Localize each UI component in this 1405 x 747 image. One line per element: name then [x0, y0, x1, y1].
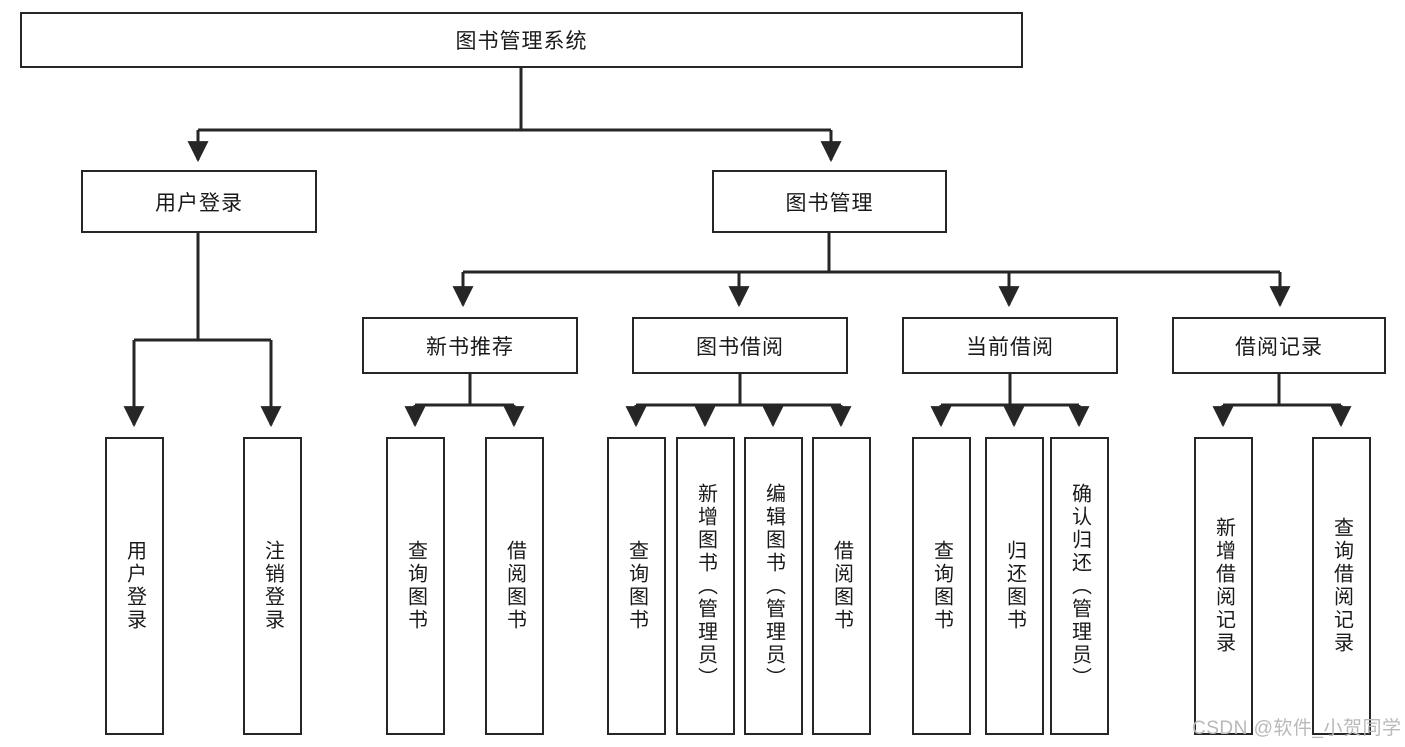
leaf-user-login[interactable]: 用户登录: [105, 437, 164, 735]
leaf-label: 用户登录: [123, 540, 146, 632]
leaf-label: 注销登录: [261, 540, 284, 632]
node-book-borrow-label: 图书借阅: [696, 335, 784, 359]
node-borrow-records-label: 借阅记录: [1235, 335, 1323, 359]
leaf-borrow-book-rec[interactable]: 借阅图书: [485, 437, 544, 735]
node-user-login[interactable]: 用户登录: [81, 170, 317, 233]
leaf-edit-book-admin[interactable]: 编辑图书（管理员）: [744, 437, 803, 735]
node-current-borrow-label: 当前借阅: [966, 335, 1054, 359]
leaf-add-borrow-record[interactable]: 新增借阅记录: [1194, 437, 1253, 735]
node-root-label: 图书管理系统: [455, 30, 588, 53]
leaf-label: 新增借阅记录: [1212, 517, 1235, 655]
leaf-confirm-return-admin[interactable]: 确认归还（管理员）: [1050, 437, 1109, 735]
csdn-watermark: CSDN @软件_小贺同学: [1192, 718, 1402, 739]
node-book-borrow[interactable]: 图书借阅: [632, 317, 848, 374]
leaf-label: 借阅图书: [830, 540, 853, 632]
leaf-query-borrow-record[interactable]: 查询借阅记录: [1312, 437, 1371, 735]
leaf-label: 编辑图书（管理员）: [762, 482, 785, 690]
node-user-login-label: 用户登录: [155, 191, 243, 215]
leaf-label: 新增图书（管理员）: [694, 482, 717, 690]
leaf-return-book[interactable]: 归还图书: [985, 437, 1044, 735]
node-root[interactable]: 图书管理系统: [20, 12, 1023, 68]
leaf-label: 查询图书: [625, 540, 648, 632]
leaf-label: 查询图书: [930, 540, 953, 632]
node-new-book-recommend[interactable]: 新书推荐: [362, 317, 578, 374]
leaf-add-book-admin[interactable]: 新增图书（管理员）: [676, 437, 735, 735]
leaf-borrow-book[interactable]: 借阅图书: [812, 437, 871, 735]
leaf-query-book-rec[interactable]: 查询图书: [386, 437, 445, 735]
leaf-label: 借阅图书: [503, 540, 526, 632]
leaf-label: 查询借阅记录: [1330, 517, 1353, 655]
node-book-management-label: 图书管理: [785, 191, 874, 215]
leaf-label: 归还图书: [1003, 540, 1026, 632]
leaf-query-book-borrow[interactable]: 查询图书: [607, 437, 666, 735]
node-book-management[interactable]: 图书管理: [712, 170, 947, 233]
leaf-logout[interactable]: 注销登录: [243, 437, 302, 735]
leaf-label: 确认归还（管理员）: [1068, 482, 1091, 690]
leaf-label: 查询图书: [404, 540, 427, 632]
leaf-query-book-current[interactable]: 查询图书: [912, 437, 971, 735]
node-current-borrow[interactable]: 当前借阅: [902, 317, 1118, 374]
node-new-book-recommend-label: 新书推荐: [426, 335, 514, 359]
node-borrow-records[interactable]: 借阅记录: [1172, 317, 1386, 374]
